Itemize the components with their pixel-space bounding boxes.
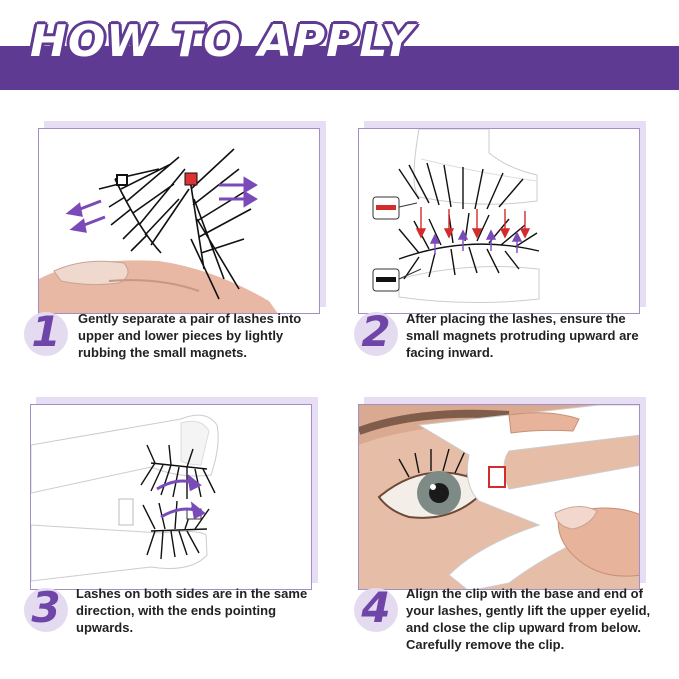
step-4-number: 4 (361, 583, 391, 632)
step-2-description: After placing the lashes, ensure the sma… (406, 311, 639, 360)
magnet-down-icon (372, 196, 418, 220)
step-3-image (30, 404, 312, 590)
magnet-up-icon (372, 268, 422, 292)
step-2-number: 2 (361, 307, 391, 356)
step-3-panel (30, 397, 318, 590)
step-1-number: 1 (31, 307, 61, 356)
step-3-description: Lashes on both sides are in the same dir… (76, 586, 308, 635)
step-2-number-badge: 2 (354, 307, 398, 356)
step-1-number-badge: 1 (24, 307, 68, 356)
header-bar (0, 46, 679, 90)
step-4-description: Align the clip with the base and end of … (406, 586, 651, 652)
step-3-number-badge: 3 (24, 583, 68, 632)
step-4-image (358, 404, 640, 590)
step-2-image (358, 128, 640, 314)
step-4-number-badge: 4 (354, 583, 398, 632)
step-1-panel (38, 121, 326, 314)
step-3-number: 3 (31, 583, 61, 632)
page-title: HOW TO APPLY (30, 16, 415, 67)
step-2-panel (358, 121, 646, 314)
step-1-image (38, 128, 320, 314)
step-4-panel (358, 397, 646, 590)
step-1-description: Gently separate a pair of lashes into up… (78, 311, 302, 360)
header-banner: HOW TO APPLY (0, 0, 679, 90)
